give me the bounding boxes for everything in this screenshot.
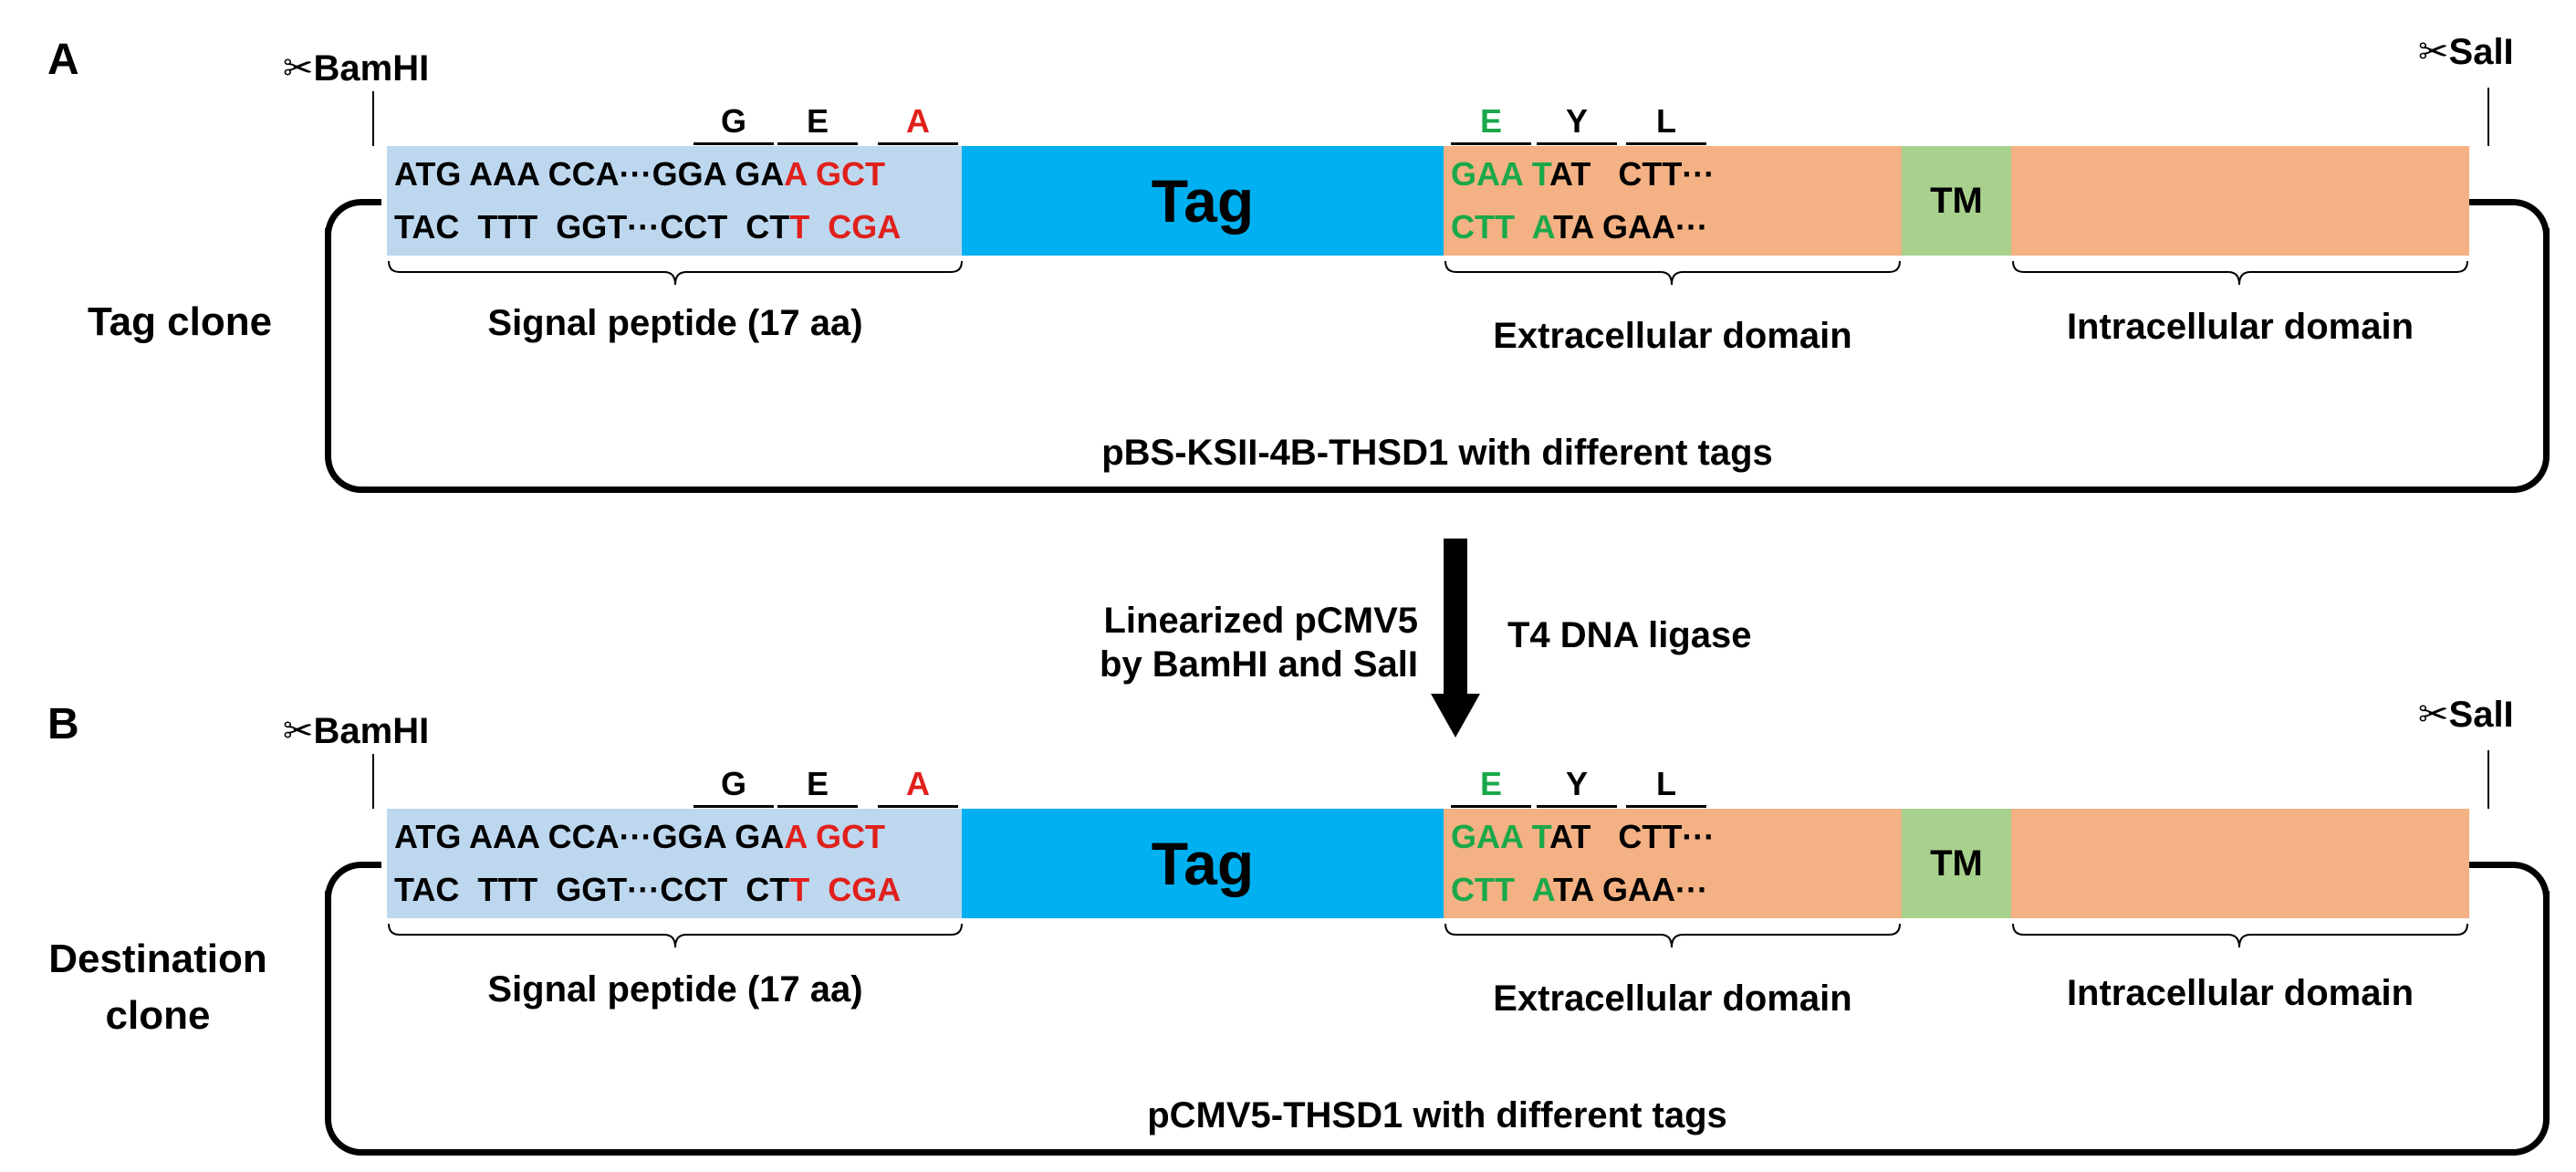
panel-letter: A	[47, 36, 79, 84]
intracellular-box	[2011, 809, 2469, 918]
signal-brace	[388, 923, 963, 948]
linearized-line1: Linearized pCMV5	[1103, 601, 1418, 641]
panel-letter: B	[47, 700, 79, 748]
extracellular-brace	[1444, 260, 1901, 286]
signal-seq-top: ATG AAA CCA···GGA GAA GCT	[394, 818, 885, 855]
codon-line	[777, 805, 858, 808]
codon-l: L	[1656, 102, 1676, 140]
extra-seq-top: GAA TAT CTT···	[1451, 155, 1716, 193]
sali-site: ✂SalI	[2418, 31, 2514, 73]
extracellular-box	[1444, 809, 1902, 918]
extracellular-label: Extracellular domain	[1493, 316, 1852, 356]
down-arrow-icon	[1431, 694, 1480, 738]
plasmid-corner-left	[325, 862, 380, 916]
plasmid-corner-left	[325, 199, 380, 254]
sali-site: ✂SalI	[2418, 694, 2514, 736]
codon-line	[878, 142, 958, 145]
scissors-icon: ✂	[2418, 32, 2449, 72]
bamhi-site: ✂BamHI	[283, 47, 429, 89]
plasmid-label: pCMV5-THSD1 with different tags	[1147, 1095, 1727, 1135]
plasmid-join-right	[2469, 862, 2500, 868]
sali-stub	[2487, 750, 2489, 809]
plasmid-join-right	[2469, 199, 2500, 205]
codon-line	[878, 805, 958, 808]
intracellular-brace	[2012, 260, 2468, 286]
codon-e: E	[1479, 102, 1502, 140]
ligase-label: T4 DNA ligase	[1507, 615, 1752, 655]
bamhi-label: BamHI	[313, 711, 430, 751]
signal-peptide-box	[387, 146, 962, 256]
codon-line	[1537, 142, 1617, 145]
signal-seq-top: ATG AAA CCA···GGA GAA GCT	[394, 155, 885, 193]
signal-brace	[388, 260, 963, 286]
signal-peptide-box	[387, 809, 962, 918]
codon-e: E	[1479, 765, 1502, 802]
codon-e: E	[806, 102, 829, 140]
signal-peptide-label: Signal peptide (17 aa)	[487, 303, 863, 343]
codon-line	[1451, 142, 1531, 145]
scissors-icon: ✂	[283, 711, 314, 751]
intracellular-label: Intracellular domain	[2066, 307, 2414, 347]
intracellular-brace	[2012, 923, 2468, 948]
plasmid-corner-right	[2495, 862, 2550, 916]
codon-line	[1626, 805, 1706, 808]
plasmid-corner-right	[2495, 199, 2550, 254]
signal-seq-bottom: TAC TTT GGT···CCT CTT CGA	[394, 871, 902, 908]
intracellular-label: Intracellular domain	[2066, 973, 2414, 1013]
extra-seq-top: GAA TAT CTT···	[1451, 818, 1716, 855]
scissors-icon: ✂	[283, 48, 314, 89]
linearized-vector-label: Linearized pCMV5 by BamHI and SalI	[1066, 599, 1418, 686]
destination-clone-label: Destination clone	[48, 937, 267, 1038]
extra-seq-bottom: CTT ATA GAA···	[1451, 871, 1708, 908]
plasmid-loop	[325, 228, 2550, 493]
codon-line	[694, 805, 774, 808]
codon-g: G	[720, 102, 746, 140]
bamhi-stub	[372, 91, 374, 146]
linearized-line2: by BamHI and SalI	[1100, 644, 1418, 685]
codon-line	[777, 142, 858, 145]
plasmid-loop	[325, 891, 2550, 1156]
codon-line	[1626, 142, 1706, 145]
extracellular-label: Extracellular domain	[1493, 978, 1852, 1019]
tm-box: TM	[1902, 809, 2011, 918]
sali-label: SalI	[2448, 32, 2514, 72]
extra-seq-bottom: CTT ATA GAA···	[1451, 208, 1708, 246]
bamhi-label: BamHI	[313, 48, 430, 89]
bamhi-stub	[372, 754, 374, 809]
bamhi-site: ✂BamHI	[283, 710, 429, 752]
extracellular-brace	[1444, 923, 1901, 948]
codon-y: Y	[1565, 765, 1588, 802]
scissors-icon: ✂	[2418, 695, 2449, 735]
tag-box: Tag	[962, 146, 1444, 256]
codon-line	[1537, 805, 1617, 808]
tag-box: Tag	[962, 809, 1444, 918]
arrow-shaft	[1444, 539, 1467, 697]
plasmid-join-left	[372, 199, 381, 205]
codon-g: G	[720, 765, 746, 802]
sali-stub	[2487, 88, 2489, 146]
codon-line	[1451, 805, 1531, 808]
tm-box: TM	[1902, 146, 2011, 256]
codon-a: A	[906, 765, 930, 802]
extracellular-box	[1444, 146, 1902, 256]
intracellular-box	[2011, 146, 2469, 256]
plasmid-join-left	[372, 862, 381, 868]
signal-peptide-label: Signal peptide (17 aa)	[487, 969, 863, 1010]
codon-l: L	[1656, 765, 1676, 802]
tag-clone-label: Tag clone	[88, 299, 273, 344]
codon-line	[694, 142, 774, 145]
codon-e: E	[806, 765, 829, 802]
codon-a: A	[906, 102, 930, 140]
plasmid-label: pBS-KSII-4B-THSD1 with different tags	[1101, 433, 1773, 473]
codon-y: Y	[1565, 102, 1588, 140]
signal-seq-bottom: TAC TTT GGT···CCT CTT CGA	[394, 208, 902, 246]
sali-label: SalI	[2448, 695, 2514, 735]
